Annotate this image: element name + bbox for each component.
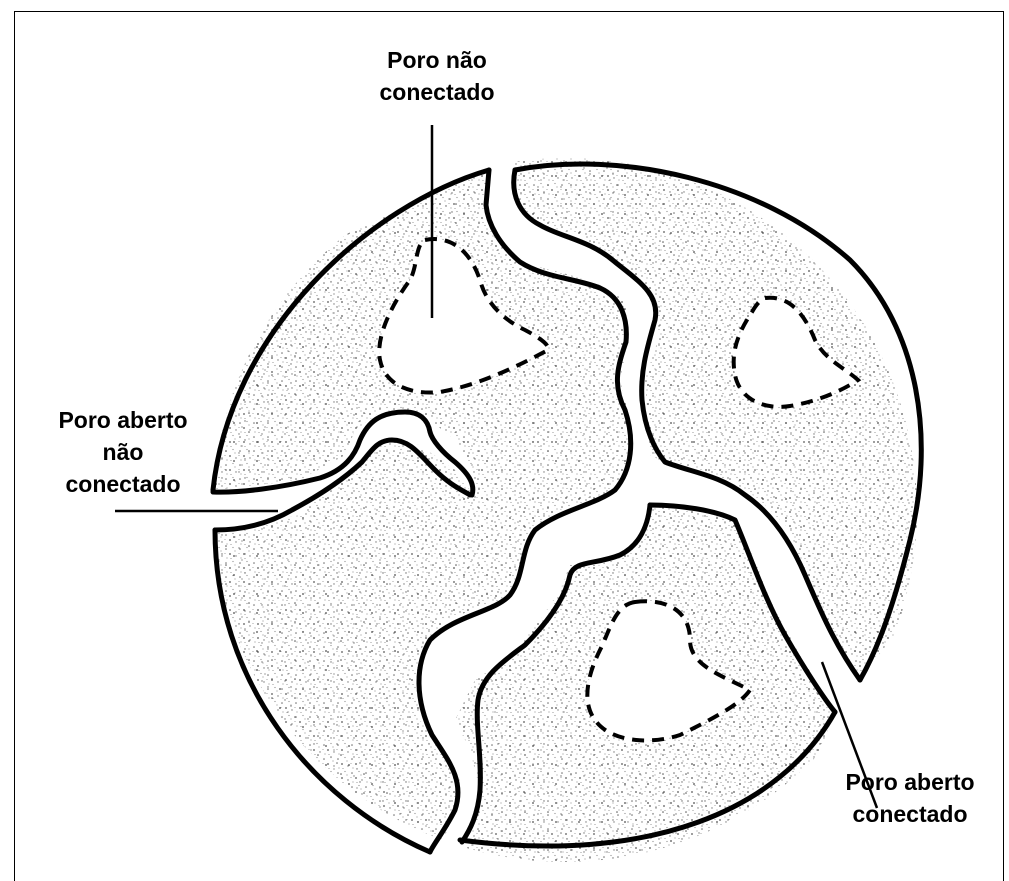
label-blind-pore-line2: não xyxy=(28,436,218,468)
label-closed-pore-line2: conectado xyxy=(362,76,512,108)
label-closed-pore-line1: Poro não xyxy=(362,44,512,76)
label-through-pore: Poro aberto conectado xyxy=(830,766,990,830)
label-closed-pore: Poro não conectado xyxy=(362,44,512,108)
label-through-pore-line2: conectado xyxy=(830,798,990,830)
label-through-pore-line1: Poro aberto xyxy=(830,766,990,798)
label-blind-pore-line1: Poro aberto xyxy=(28,404,218,436)
label-blind-pore: Poro aberto não conectado xyxy=(28,404,218,500)
label-blind-pore-line3: conectado xyxy=(28,468,218,500)
